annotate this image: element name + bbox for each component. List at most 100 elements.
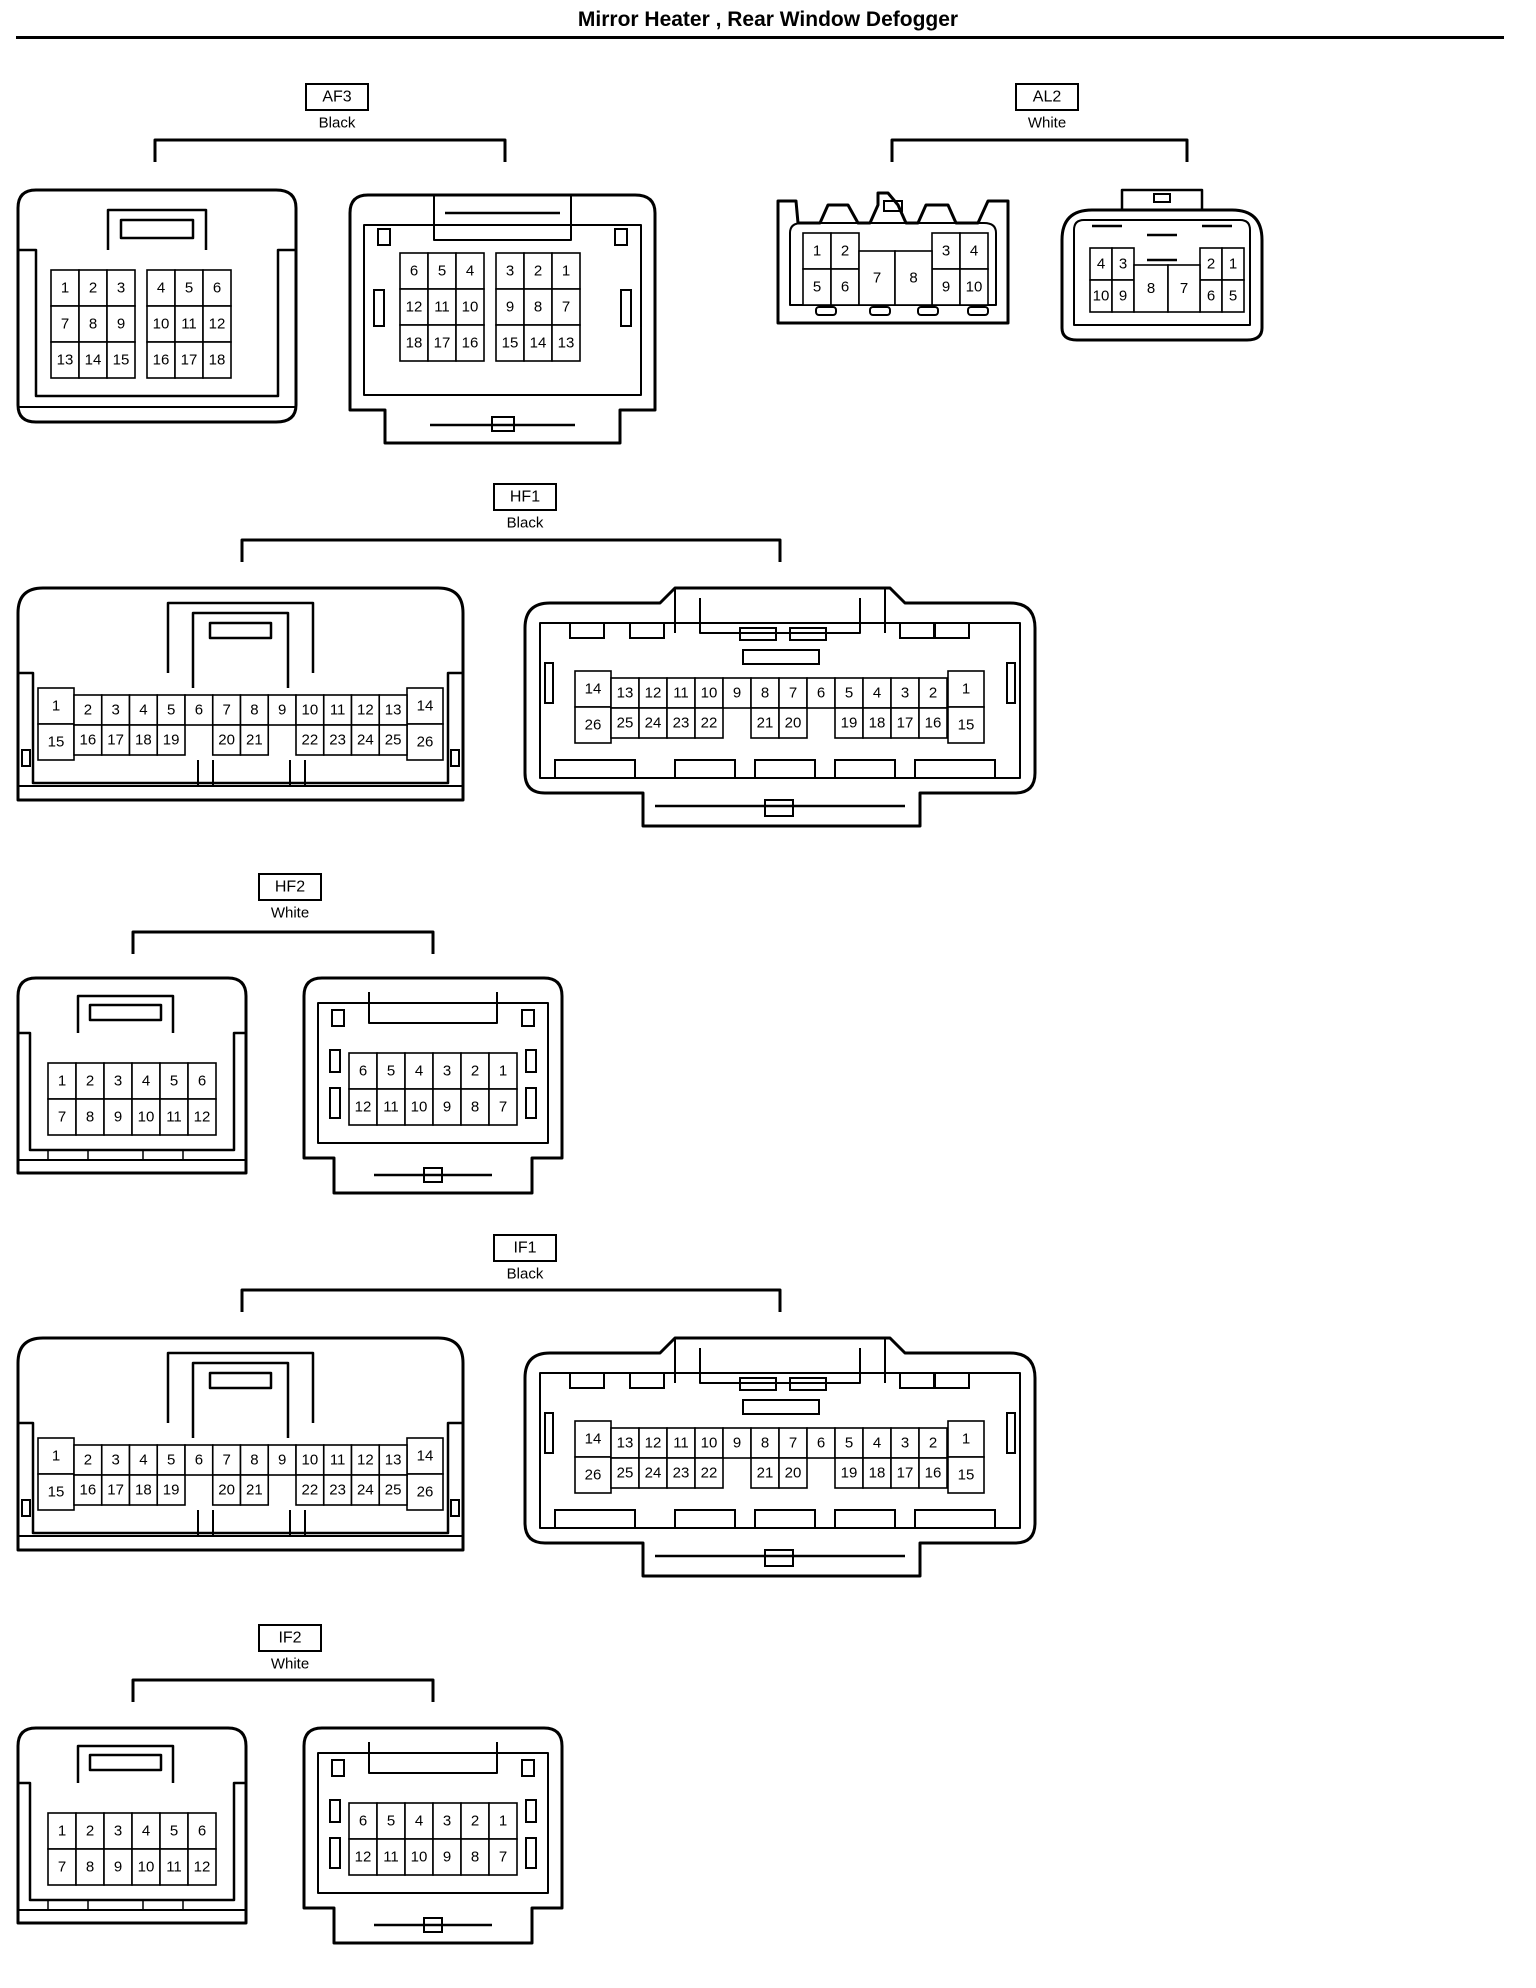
pin-label: 25: [617, 715, 634, 732]
pin-label: 9: [1119, 288, 1127, 305]
pin-label: 4: [1097, 256, 1105, 273]
pin-label: 8: [89, 316, 97, 333]
pin-label: 7: [789, 1435, 797, 1452]
pin-label: 8: [534, 299, 542, 316]
pin-label: 24: [645, 715, 662, 732]
pin-label: 4: [970, 243, 978, 260]
pin-label: 8: [471, 1849, 479, 1866]
pin-label: 7: [222, 702, 230, 719]
pin-label: 15: [113, 352, 130, 369]
pin-label: 19: [163, 732, 180, 749]
pin-label: 6: [359, 1063, 367, 1080]
pin-label: 11: [673, 685, 689, 702]
pin-label: 5: [813, 279, 821, 296]
title-rule: [16, 36, 1504, 39]
pin-label: 6: [198, 1073, 206, 1090]
pin-label: 9: [733, 685, 741, 702]
pin-label: 8: [761, 685, 769, 702]
pin-label: 4: [139, 702, 147, 719]
pin-label: 1: [962, 1431, 970, 1448]
pin-label: 3: [506, 263, 514, 280]
pin-label: 8: [86, 1109, 94, 1126]
pin-label: 8: [250, 1452, 258, 1469]
connector-code: HF1: [510, 489, 540, 506]
pin-label: 15: [48, 734, 65, 751]
pin-label: 17: [181, 352, 198, 369]
pin-label: 18: [209, 352, 226, 369]
pin-label: 4: [142, 1073, 150, 1090]
pin-label: 9: [278, 702, 286, 719]
pin-label: 13: [558, 335, 575, 352]
pin-label: 2: [929, 685, 937, 702]
pin-label: 22: [302, 1482, 319, 1499]
pin-label: 5: [1229, 288, 1237, 305]
pin-label: 4: [142, 1823, 150, 1840]
pin-label: 19: [841, 715, 858, 732]
pin-label: 13: [617, 685, 634, 702]
pin-label: 3: [1119, 256, 1127, 273]
pin-label: 9: [114, 1109, 122, 1126]
pin-label: 1: [499, 1813, 507, 1830]
pin-label: 16: [925, 715, 942, 732]
pin-label: 5: [170, 1823, 178, 1840]
connector-color: White: [1028, 115, 1066, 132]
pin-label: 10: [302, 702, 319, 719]
pin-label: 14: [530, 335, 547, 352]
pin-label: 22: [302, 732, 319, 749]
pin-label: 10: [302, 1452, 319, 1469]
pin-label: 1: [562, 263, 570, 280]
pin-label: 14: [417, 1448, 434, 1465]
pin-label: 1: [61, 280, 69, 297]
pin-label: 25: [617, 1465, 634, 1482]
pin-label: 7: [499, 1849, 507, 1866]
pin-label: 8: [250, 702, 258, 719]
pin-label: 5: [387, 1063, 395, 1080]
pin-label: 13: [57, 352, 74, 369]
pin-label: 25: [385, 732, 402, 749]
pin-label: 20: [785, 1465, 802, 1482]
pin-label: 11: [166, 1109, 182, 1126]
connector-code: IF1: [513, 1240, 536, 1257]
pin-label: 26: [585, 717, 602, 734]
pin-label: 23: [329, 1482, 346, 1499]
pin-label: 14: [417, 698, 434, 715]
pin-label: 19: [841, 1465, 858, 1482]
pin-label: 22: [701, 715, 718, 732]
pin-label: 10: [462, 299, 479, 316]
pin-label: 8: [909, 270, 917, 287]
pin-label: 18: [869, 1465, 886, 1482]
pin-label: 6: [195, 1452, 203, 1469]
pin-label: 7: [499, 1099, 507, 1116]
pin-label: 5: [170, 1073, 178, 1090]
pin-label: 24: [357, 1482, 374, 1499]
pin-label: 5: [438, 263, 446, 280]
pin-label: 7: [58, 1859, 66, 1876]
pin-label: 4: [415, 1813, 423, 1830]
pin-label: 6: [198, 1823, 206, 1840]
pin-label: 12: [645, 685, 662, 702]
pin-label: 6: [359, 1813, 367, 1830]
pin-label: 2: [471, 1063, 479, 1080]
pin-label: 8: [471, 1099, 479, 1116]
pin-label: 17: [107, 1482, 124, 1499]
pin-label: 13: [385, 702, 402, 719]
pin-label: 2: [84, 1452, 92, 1469]
pin-label: 6: [213, 280, 221, 297]
pin-label: 1: [58, 1823, 66, 1840]
pin-label: 7: [873, 270, 881, 287]
pin-label: 8: [761, 1435, 769, 1452]
pin-label: 14: [85, 352, 102, 369]
pin-label: 18: [406, 335, 423, 352]
pin-label: 2: [471, 1813, 479, 1830]
pin-label: 11: [434, 299, 450, 316]
pin-label: 26: [585, 1467, 602, 1484]
pin-label: 12: [194, 1109, 211, 1126]
pin-label: 13: [385, 1452, 402, 1469]
pin-label: 15: [958, 1467, 975, 1484]
pin-label: 20: [218, 1482, 235, 1499]
